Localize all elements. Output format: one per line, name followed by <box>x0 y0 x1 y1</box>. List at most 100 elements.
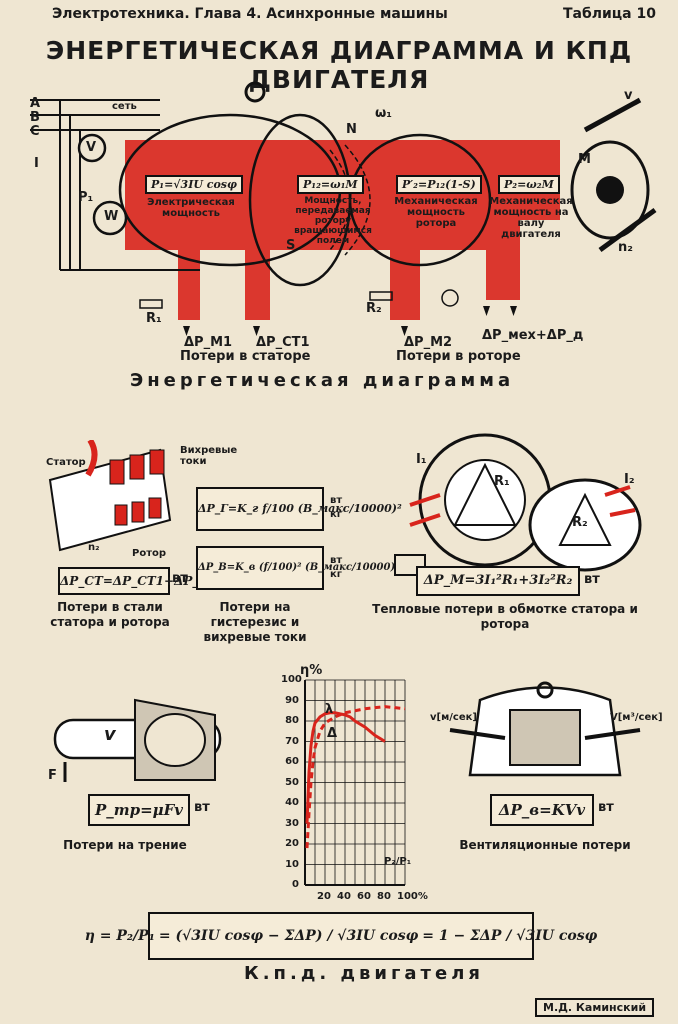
r2-label: R₂ <box>366 301 382 316</box>
chart-annotation-delta: Δ <box>327 726 338 741</box>
series-line-0 <box>305 711 386 824</box>
eddy-unit-bottom: кг <box>330 569 343 580</box>
steel-caption: Потери в стали статора и ротора <box>50 600 170 629</box>
y-tick-label: 20 <box>285 838 299 849</box>
steel-illustration <box>48 440 172 552</box>
phase-c: C <box>30 124 40 139</box>
phase-a: A <box>30 96 41 111</box>
eddy-unit-top: вт <box>330 555 343 566</box>
efficiency-formula: η = P₂/P₁ = (√3IU cosφ − ΣΔP) / √3IU cos… <box>85 912 597 960</box>
south-label: S <box>286 238 296 253</box>
n2-label: n₂ <box>618 240 633 255</box>
grid-label: сеть <box>112 101 137 112</box>
efficiency-mid: = (√3IU cosφ − ΣΔP) / √3IU cosφ <box>158 928 419 944</box>
caption-p2: Механическая мощность на валу двигателя <box>489 196 573 240</box>
chart-xlabel: P₂/P₁ <box>384 856 412 867</box>
loss-mech: ΔP_мех+ΔP_д <box>482 328 584 343</box>
omega1-label: ω₁ <box>375 106 392 121</box>
formula-p12: P₁₂=ω₁M <box>297 175 364 194</box>
formula-p1: P₁=√3IU cosφ <box>145 175 243 194</box>
belt-v-label: v <box>624 88 633 103</box>
hyst-unit-bottom: кг <box>330 509 343 520</box>
friction-v-label: v <box>104 724 116 745</box>
eddy-formula: ΔP_В=K_в (f/100)² (B_макс/10000)² <box>196 546 400 590</box>
voltmeter <box>77 133 107 163</box>
pulley-hub <box>596 176 624 204</box>
steel-formula: ΔP_CT=ΔP_CT1+ΔP_CT2 <box>58 567 225 595</box>
loss-m2: ΔP_M2 <box>404 335 453 350</box>
series-line-1 <box>305 705 406 849</box>
p1-label: P₁ <box>78 190 94 205</box>
chart-ylabel: η% <box>300 663 323 678</box>
caption-p2-prime: Механическая мощность ротора <box>394 196 478 229</box>
rotor-loss-caption: Потери в роторе <box>396 349 521 364</box>
friction-illustration <box>53 698 222 782</box>
r1-label: R₁ <box>146 311 162 326</box>
vent-v-left: v[м/сек] <box>430 712 477 723</box>
energy-section-title: Энергетическая диаграмма <box>130 370 515 391</box>
x-tick-label: 100% <box>397 891 428 902</box>
friction-formula: P_тр=μFv <box>88 794 190 826</box>
resistor-r2 <box>369 291 393 301</box>
copper-r2-label: R₂ <box>572 515 588 530</box>
wattmeter <box>92 200 128 236</box>
y-tick-label: 90 <box>285 694 299 706</box>
current-label: I <box>34 156 39 171</box>
friction-unit: вт <box>194 800 210 815</box>
friction-f-label: F <box>48 768 57 783</box>
steel-n2-label: n₂ <box>88 542 100 553</box>
copper-i2-label: I₂ <box>624 472 635 487</box>
copper-illustration <box>394 433 642 576</box>
eddy-label: Вихревые токи <box>180 445 238 467</box>
friction-caption: Потери на трение <box>63 838 187 852</box>
loss-ct1: ΔP_CT1 <box>256 335 310 350</box>
hyst-unit-top: вт <box>330 495 343 506</box>
formula-p2: P₂=ω₂M <box>498 175 560 194</box>
steel-unit: вт <box>172 571 188 586</box>
author-signature: М.Д. Каминский <box>535 998 655 1017</box>
copper-unit: вт <box>584 572 600 587</box>
y-tick-label: 80 <box>285 715 299 726</box>
lifting-eye <box>244 81 266 103</box>
chart-annotation-lambda: λ <box>325 702 334 717</box>
wattmeter-label: W <box>104 209 119 224</box>
efficiency-lhs: η = P₂/P₁ <box>84 928 155 944</box>
hysteresis-caption: Потери на гистерезис и вихревые токи <box>203 600 307 644</box>
efficiency-chart <box>304 679 406 886</box>
belt <box>583 97 657 253</box>
copper-i1-label: I₁ <box>416 452 427 467</box>
y-tick-label: 70 <box>285 735 299 747</box>
y-tick-label: 50 <box>285 776 299 788</box>
chapter-heading: Электротехника. Глава 4. Асинхронные маш… <box>52 6 448 22</box>
ventilation-caption: Вентиляционные потери <box>459 838 631 852</box>
y-tick-label: 40 <box>285 797 299 808</box>
fan-icon <box>441 289 459 307</box>
phase-b: B <box>30 110 40 125</box>
y-tick-label: 0 <box>292 879 299 890</box>
voltmeter-label: V <box>86 140 97 155</box>
rotor-body <box>348 133 492 267</box>
y-tick-label: 10 <box>285 858 299 870</box>
x-tick-label: 60 <box>357 891 371 902</box>
formula-p2-prime: P′₂=P₁₂(1-S) <box>396 175 482 194</box>
y-tick-label: 30 <box>285 817 299 829</box>
y-tick-label: 100 <box>281 674 302 685</box>
copper-formula: ΔP_M=3I₁²R₁+3I₂²R₂ <box>416 566 580 596</box>
ventilation-unit: вт <box>598 800 614 815</box>
vent-v-right: V[м³/сек] <box>610 712 663 723</box>
ventilation-formula: ΔP_в=KVv <box>490 794 594 826</box>
caption-p1: Электрическая мощность <box>147 197 235 219</box>
rotor-label: Ротор <box>132 548 167 559</box>
table-number: Таблица 10 <box>562 6 656 22</box>
chart-series <box>305 705 406 849</box>
caption-p12: Мощность, передаваемая ротору вращающимс… <box>294 196 372 246</box>
x-tick-label: 40 <box>337 891 351 902</box>
x-tick-label: 80 <box>377 891 391 902</box>
stator-label: Статор <box>46 457 86 468</box>
efficiency-rhs: = 1 − ΣΔP / √3IU cosφ <box>422 928 598 944</box>
ventilation-illustration <box>449 681 641 777</box>
efficiency-caption: К.п.д. двигателя <box>244 963 484 984</box>
page-title: ЭНЕРГЕТИЧЕСКАЯ ДИАГРАММА И КПД ДВИГАТЕЛЯ <box>45 36 633 94</box>
loss-m1: ΔP_M1 <box>184 335 233 350</box>
y-tick-label: 60 <box>285 756 299 767</box>
